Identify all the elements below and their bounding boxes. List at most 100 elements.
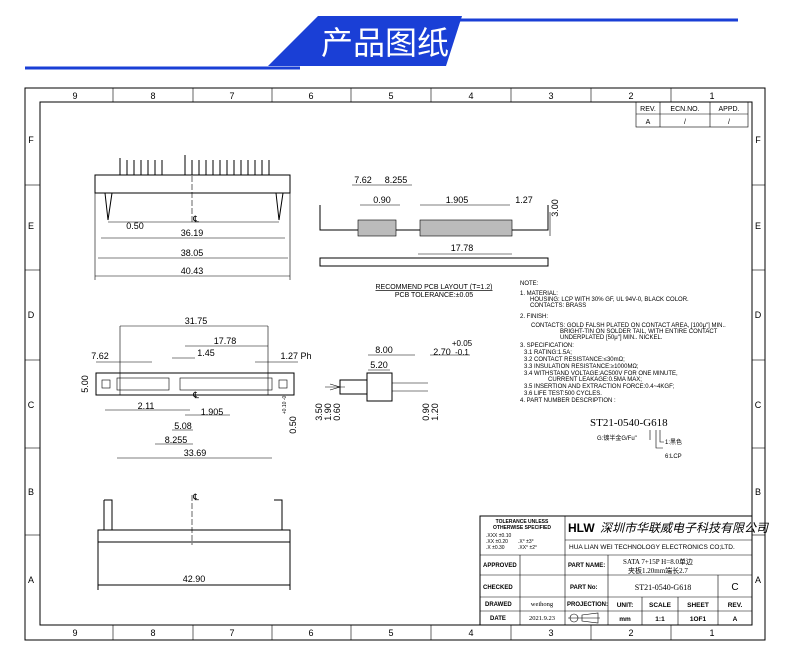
dim-text: 1.27 xyxy=(515,195,533,205)
row-label: D xyxy=(28,310,35,320)
pcb-title: RECOMMEND PCB LAYOUT (T=1.2) xyxy=(375,284,492,291)
dim-text: 7.62 xyxy=(91,351,109,361)
dim-text: 3.00 xyxy=(550,199,560,217)
tolerance-value: .X ±0.30 xyxy=(486,545,505,551)
dim-text: 0.90 xyxy=(373,195,391,205)
col-label: 7 xyxy=(229,628,234,638)
note-line: 3.1 RATING:1.5A; xyxy=(524,350,572,356)
banner-title: 产品图纸 xyxy=(321,25,449,61)
dim-tolerance: -0.1 xyxy=(455,348,469,357)
dim-text: 8.00 xyxy=(375,345,393,355)
part-name-line2: 夹板1.20mm端长2.7 xyxy=(628,566,688,575)
dim-text: 8.255 xyxy=(165,435,188,445)
row-label: F xyxy=(755,135,761,145)
note-line: 3.3 INSULATION RESISTANCE:≥1000MΩ; xyxy=(524,364,639,370)
unit-value: mm xyxy=(619,616,631,623)
pcb-tolerance: PCB TOLERANCE:±0.05 xyxy=(395,292,473,299)
tolerance-title: TOLERANCE UNLESS xyxy=(496,519,549,525)
dim-text: 38.05 xyxy=(181,248,204,258)
dim-text: 0.50 xyxy=(288,416,298,434)
drawed-label: DRAWED xyxy=(485,602,512,608)
unit-label: UNIT: xyxy=(617,602,634,609)
front-view: 31.75 17.78 1.45 7.62 1.27 Ph 5.00 2.11 … xyxy=(80,316,312,459)
dim-text: 0.90 xyxy=(421,403,431,421)
dim-text: 5.00 xyxy=(80,375,90,393)
note-line: CURRENT LEAKAGE:0.5MA MAX; xyxy=(548,377,642,383)
notes: NOTE: 1. MATERIAL: HOUSING: LCP WITH 30%… xyxy=(520,281,726,460)
row-label: C xyxy=(755,400,762,410)
tolerance-value: .XX ±0.20 xyxy=(486,539,508,545)
row-label: A xyxy=(28,575,34,585)
dim-text: 17.78 xyxy=(214,336,237,346)
pn-6-desc: 6:LCP xyxy=(665,454,682,460)
pn-g-desc: G:镀半金G/Fu" xyxy=(597,434,637,442)
note-line: 1. MATERIAL: xyxy=(520,291,558,297)
part-no-value: ST21-0540-G618 xyxy=(635,583,691,592)
part-number-example: ST21-0540-G618 xyxy=(590,417,668,429)
dim-text: 36.19 xyxy=(181,228,204,238)
company-logo: HLW xyxy=(568,521,595,535)
note-line: UNDERPLATED [50μ"] MIN.. NICKEL. xyxy=(560,335,663,341)
rev-value: A xyxy=(646,119,651,126)
centerline-mark: ℄ xyxy=(192,214,199,224)
col-label: 4 xyxy=(468,628,473,638)
scale-value: 1:1 xyxy=(655,616,665,623)
sheet-label: SHEET xyxy=(687,602,709,609)
row-label: B xyxy=(28,487,34,497)
tolerance-value: .XXX ±0.10 xyxy=(486,533,511,539)
bottom-view: ℄ 42.90 xyxy=(97,492,291,590)
note-line: CONTACTS: BRASS xyxy=(530,303,586,309)
dim-text: 1.20 xyxy=(430,403,440,421)
row-label: E xyxy=(755,221,761,231)
dim-text: 1.27 Ph xyxy=(280,351,311,361)
dim-text: 0.50 xyxy=(126,221,144,231)
col-label: 7 xyxy=(229,91,234,101)
part-no-label: PART No: xyxy=(570,585,598,591)
col-label: 4 xyxy=(468,91,473,101)
row-label: E xyxy=(28,221,34,231)
note-line: 3. SPECIFICATION: xyxy=(520,343,574,349)
dim-text: 0.60 xyxy=(332,403,342,421)
dim-text: 17.78 xyxy=(451,243,474,253)
col-label: 2 xyxy=(628,628,633,638)
dim-text: 2.70 xyxy=(433,347,451,357)
tolerance-value: .XX° ±2° xyxy=(518,545,537,551)
drawing-size: C xyxy=(731,582,738,593)
approved-label: APPROVED xyxy=(483,563,517,569)
drawer-name: weihong xyxy=(531,601,554,608)
notes-title: NOTE: xyxy=(520,281,539,287)
tolerance-title: OTHERWISE SPECIFIED xyxy=(493,525,551,531)
dim-text: 42.90 xyxy=(183,574,206,584)
dim-text: 40.43 xyxy=(181,266,204,276)
ecn-value: / xyxy=(684,119,686,126)
part-name-label: PART NAME: xyxy=(568,563,605,569)
dim-tolerance: +0.05 xyxy=(452,339,473,348)
dim-text: 1.45 xyxy=(197,348,215,358)
note-line: HOUSING: LCP WITH 30% GF, UL 94V-0, BLAC… xyxy=(530,297,689,303)
dim-tolerance: +0.10 -0 xyxy=(282,396,288,415)
scale-label: SCALE xyxy=(649,602,672,609)
checked-label: CHECKED xyxy=(483,585,513,591)
row-label: F xyxy=(28,135,34,145)
col-label: 5 xyxy=(388,628,393,638)
top-view: ℄ 0.50 36.19 38.05 40.43 xyxy=(94,155,291,280)
col-label: 6 xyxy=(308,91,313,101)
dim-text: 2.11 xyxy=(138,401,155,411)
dim-text: 1.905 xyxy=(446,195,469,205)
sheet-value: 1OF1 xyxy=(690,616,707,623)
projection-symbol-icon xyxy=(568,612,600,624)
title-block: TOLERANCE UNLESS OTHERWISE SPECIFIED .XX… xyxy=(479,515,769,626)
col-label: 3 xyxy=(548,91,553,101)
col-label: 9 xyxy=(72,628,77,638)
date-value: 2021.9.23 xyxy=(529,615,555,622)
centerline-mark: ℄ xyxy=(192,390,199,400)
pn-1-desc: 1:黑色 xyxy=(665,438,682,446)
col-label: 1 xyxy=(709,628,714,638)
row-label: B xyxy=(755,487,761,497)
side-view: 8.00 5.20 2.70 +0.05 -0.1 3.50 1.90 0.60… xyxy=(314,339,473,421)
dim-text: 1.905 xyxy=(201,407,224,417)
company-name-cn: 深圳市华联威电子科技有限公司 xyxy=(600,521,769,535)
appd-header: APPD. xyxy=(718,106,739,113)
note-line: 2. FINISH: xyxy=(520,314,548,320)
